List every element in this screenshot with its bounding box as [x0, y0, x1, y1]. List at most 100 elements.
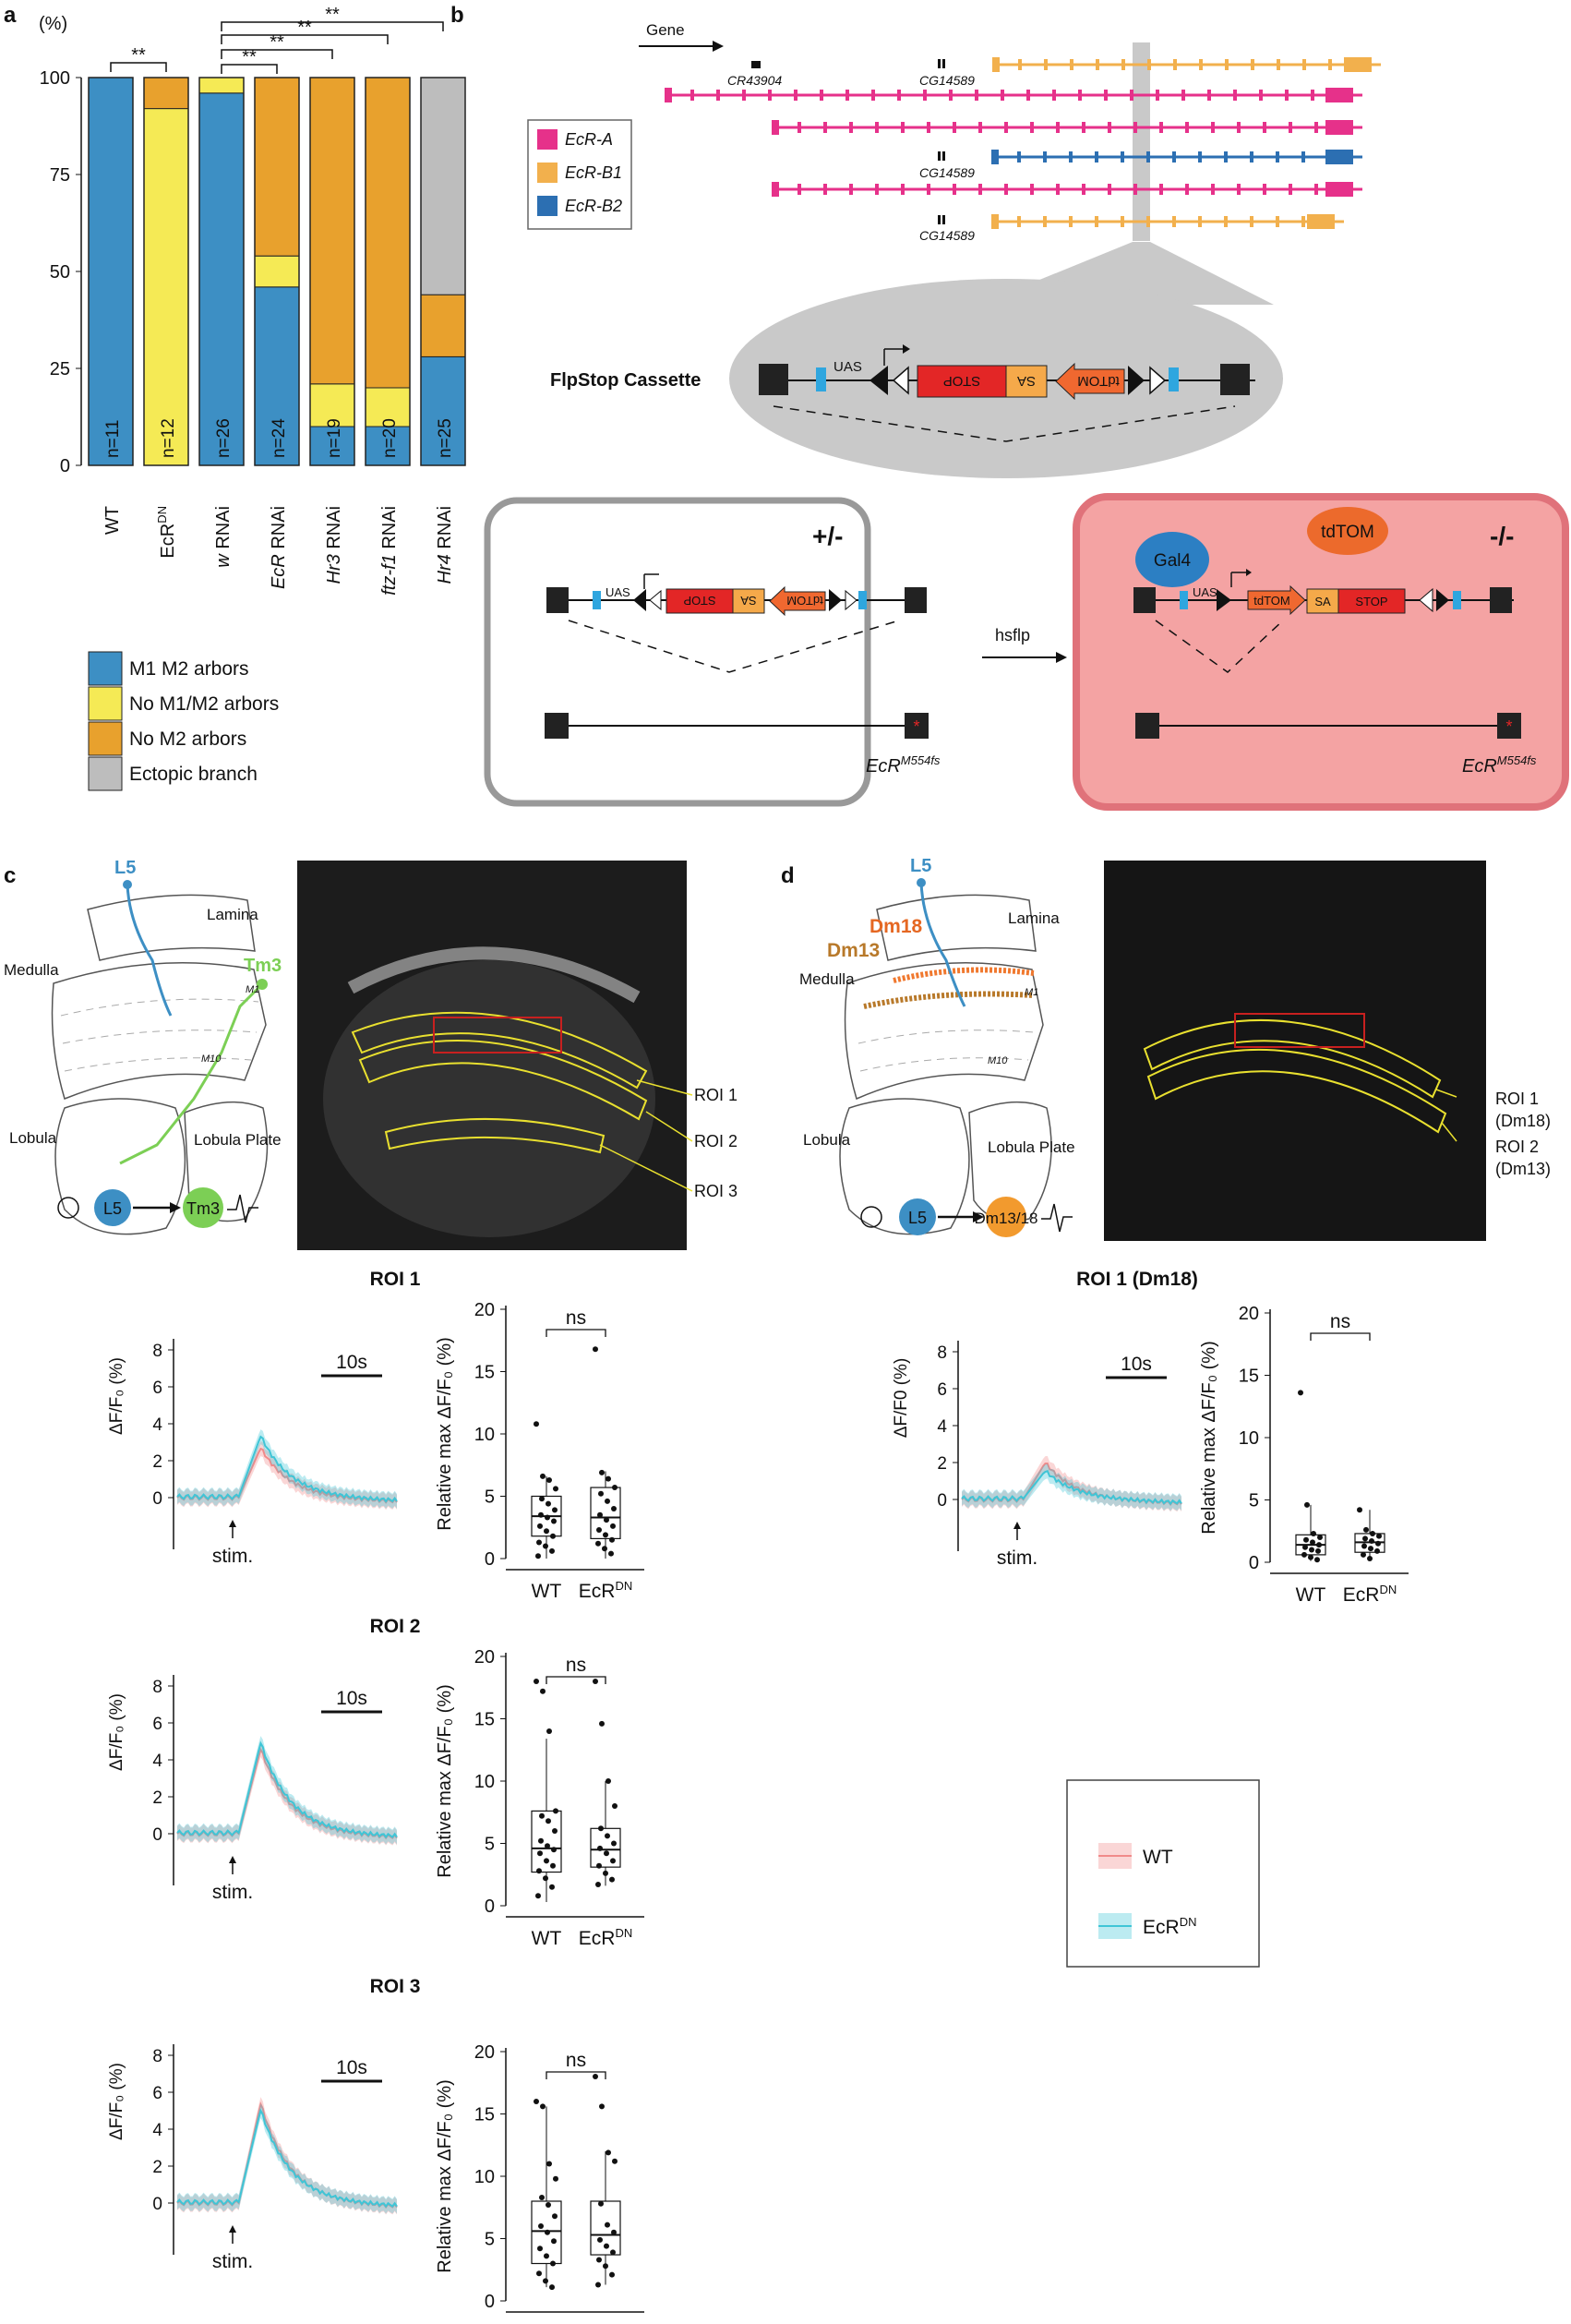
het-frt-left [593, 591, 601, 609]
het-tdtom-label: tdTOM [786, 594, 823, 608]
legend-label: No M1/M2 arbors [129, 693, 279, 715]
tdtom-bubble [1307, 507, 1388, 555]
medulla-image-d [1104, 861, 1486, 1241]
data-point [611, 2229, 617, 2235]
ecr-trace [176, 2108, 398, 2209]
exon-mark [1043, 216, 1047, 227]
data-point [551, 2238, 557, 2245]
roi1-label-c: ROI 1 [694, 1086, 738, 1104]
exon-mark [797, 184, 801, 195]
exon-mark [1146, 151, 1150, 163]
data-point [549, 2284, 555, 2291]
exon-mark [823, 122, 827, 133]
bar-n-label: n=19 [325, 418, 344, 458]
roi2-sub-d: (Dm13) [1495, 1160, 1551, 1178]
box-y-tick-label: 0 [485, 1897, 495, 1917]
lox-open-right [1149, 366, 1167, 395]
het-sa-block [732, 588, 765, 614]
data-point [596, 1862, 602, 1869]
box-y-tick-label: 20 [474, 1300, 495, 1320]
roi2-label-c: ROI 2 [694, 1132, 738, 1150]
start-exon [772, 120, 779, 135]
trace-y-label: ΔF/F0 (%) [892, 1358, 911, 1439]
exon-right [1220, 364, 1250, 395]
panel-letter-d: d [781, 863, 795, 888]
data-point [546, 1818, 551, 1824]
data-point [593, 1346, 598, 1353]
bar-n-label: n=11 [103, 420, 123, 458]
group-label: EcRDN [579, 1579, 632, 1602]
box-y-tick-label: 15 [1239, 1367, 1259, 1387]
data-point [546, 1728, 552, 1734]
data-point [610, 2249, 616, 2256]
data-point [1376, 1533, 1382, 1539]
significance-marker: ** [270, 32, 284, 53]
het-allele-label: EcRM554fs [866, 753, 941, 777]
exon-mark [1004, 122, 1008, 133]
data-point [550, 1862, 556, 1869]
trace-y-tick-label: 8 [152, 1342, 162, 1361]
trace-y-tick-label: 0 [152, 2195, 162, 2214]
het-lox-left [633, 589, 646, 611]
trace-y-tick-label: 6 [152, 2084, 162, 2103]
hsflp-label: hsflp [995, 626, 1030, 644]
utr-block [1325, 120, 1353, 135]
exon-mark [845, 90, 849, 101]
exon-mark [1026, 90, 1030, 101]
medulla-label: Medulla [4, 961, 59, 979]
ecr-trace-band [177, 1429, 397, 1510]
cg14589-mark-1 [938, 59, 941, 68]
exon-mark [1052, 90, 1056, 101]
data-point [1303, 1536, 1309, 1543]
trace-y-tick-label: 0 [937, 1491, 947, 1511]
hom-sa-label: SA [1314, 595, 1331, 608]
exon-mark [1237, 122, 1241, 133]
exon-mark [1069, 151, 1073, 163]
start-exon [991, 214, 999, 229]
box-y-tick-label: 5 [485, 1487, 495, 1508]
roi3-label-c: ROI 3 [694, 1182, 738, 1200]
exon-mark [975, 90, 978, 101]
data-point [593, 1679, 598, 1684]
wt-trace-band [177, 1742, 397, 1846]
data-point [553, 1808, 558, 1814]
exon-mark [1173, 59, 1177, 70]
exon-mark [1277, 59, 1280, 70]
exon-mark [1224, 151, 1228, 163]
data-point [546, 1476, 552, 1483]
legend-entry: WT [1143, 1847, 1173, 1868]
data-point [599, 1469, 605, 1475]
exon-mark [1263, 184, 1266, 195]
significance-bracket [221, 64, 278, 74]
dm18-arbor [893, 967, 1035, 983]
scale-bar-label: 10s [336, 1688, 367, 1709]
bar-segment [254, 255, 300, 288]
medulla-outline-d [844, 962, 1044, 1101]
hom-allele-exon-left [1135, 713, 1159, 739]
data-point [595, 2282, 601, 2288]
data-point [1361, 1551, 1366, 1558]
gene-cg14589-2: CG14589 [919, 165, 975, 180]
data-point [1316, 1542, 1322, 1548]
exon-mark [1198, 216, 1202, 227]
data-point [610, 1858, 616, 1864]
exon-mark [1133, 122, 1137, 133]
lamina-outline [87, 894, 256, 961]
data-point [612, 2158, 618, 2164]
exon-mark [1108, 184, 1111, 195]
utr-block [1325, 150, 1353, 164]
ecr-trace [961, 1470, 1182, 1506]
exon-mark [897, 90, 901, 101]
legend-label: No M2 arbors [129, 729, 246, 750]
heterozygous-box [484, 497, 871, 807]
lobula-label: Lobula [9, 1129, 57, 1147]
wt-trace-band [177, 2097, 397, 2215]
exon-mark [1130, 90, 1133, 101]
tm3-soma [257, 979, 268, 990]
trace-y-tick-label: 8 [152, 1678, 162, 1697]
exon-mark [1044, 59, 1048, 70]
isoform-label: EcR-B2 [565, 197, 622, 215]
exon-mark [1301, 216, 1305, 227]
bar-outline [198, 77, 245, 466]
